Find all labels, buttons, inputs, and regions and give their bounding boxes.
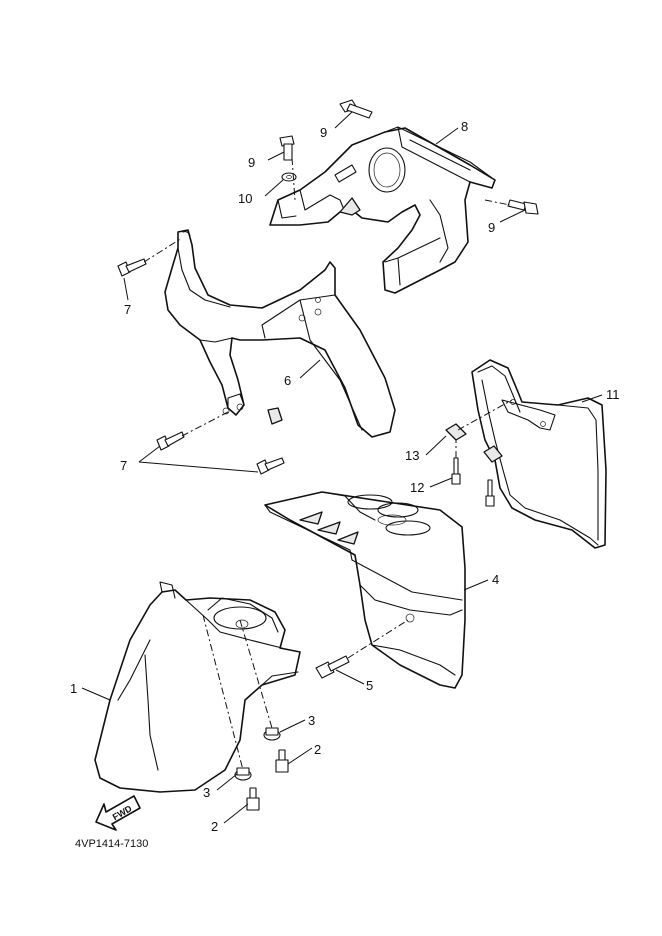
part-1-front-fender [94,581,301,793]
washer-10 [281,172,297,182]
screw-12 [451,457,461,485]
screw-12-pair [485,479,495,507]
callout-3-upper: 3 [308,713,315,728]
screw-7-lower-right [256,457,285,475]
callout-5: 5 [366,678,373,693]
callout-4: 4 [492,572,499,587]
part-clip-small [267,407,283,425]
bolt-9-right [507,199,539,215]
clip-nut-right [483,445,503,463]
screw-2-upper [275,749,289,773]
callout-3-lower: 3 [203,785,210,800]
part-11-side-cover [471,359,607,549]
collar-3-lower [234,767,252,781]
callout-7-lower: 7 [120,458,127,473]
fwd-arrow-icon: FWD [95,795,141,831]
callout-2-lower: 2 [211,819,218,834]
callout-10: 10 [238,191,252,206]
collar-3-upper [263,727,281,741]
screw-7-upper [117,258,147,277]
callout-12: 12 [410,480,424,495]
leader-lines [81,111,603,824]
bolt-9-left [279,135,295,161]
callout-9-right: 9 [488,220,495,235]
callout-7-upper: 7 [124,302,131,317]
clip-nut-13 [445,423,467,441]
callouts: 9 8 9 10 9 7 6 11 13 7 12 4 5 1 3 2 3 2 [70,119,620,834]
part-4-inner-panel [264,491,466,689]
bolt-9-top [339,99,373,119]
callout-8: 8 [461,119,468,134]
callout-2-upper: 2 [314,742,321,757]
assembly-lines [143,157,513,771]
callout-6: 6 [284,373,291,388]
callout-13: 13 [405,448,419,463]
diagram-code: 4VP1414-7130 [75,838,148,850]
callout-9-left: 9 [248,155,255,170]
screw-2-lower [246,787,260,811]
part-8-bracket [269,126,496,294]
callout-1: 1 [70,681,77,696]
bolt-5 [315,655,350,679]
callout-9-top: 9 [320,125,327,140]
callout-11: 11 [606,387,620,402]
part-6-stay [164,229,396,438]
screw-7-lower-left [156,431,185,451]
